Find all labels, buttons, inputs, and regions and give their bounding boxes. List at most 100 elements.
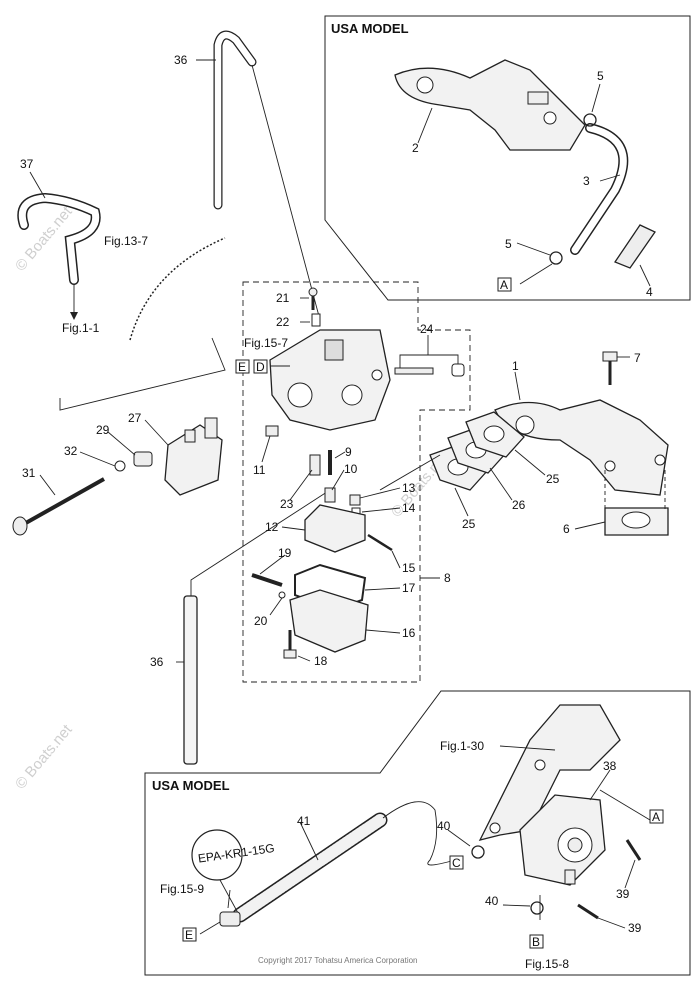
screw-24 (394, 367, 434, 375)
callout-17: 17 (402, 581, 416, 595)
callout-39-top: 39 (616, 887, 630, 901)
callout-6: 6 (563, 522, 570, 536)
figure-references: Fig.13-7 Fig.1-1 Fig.15-7 Fig.1-30 Fig.1… (62, 234, 569, 971)
carburetor-assembly-box (242, 281, 471, 683)
bracket-24 (399, 354, 459, 368)
bolt-31 (23, 477, 105, 526)
callout-32: 32 (64, 444, 78, 458)
fuel-hose-41-braid (234, 814, 386, 921)
callout-7: 7 (634, 351, 641, 365)
screw-18-head (283, 649, 297, 659)
callout-38: 38 (603, 759, 617, 773)
callout-12: 12 (265, 520, 279, 534)
grommet-29 (133, 451, 153, 467)
leader-gasket-to-carb (379, 454, 441, 491)
pin-15 (367, 533, 393, 552)
bolt-31-head (12, 516, 28, 536)
top-box-title: USA MODEL (331, 21, 409, 36)
tube-37-fill (18, 194, 100, 284)
leader-36-top (251, 64, 321, 321)
fuel-pump-38 (519, 794, 606, 886)
callout-40-bottom: 40 (485, 894, 499, 908)
screw-21-head (308, 287, 318, 297)
arrow-37-head (70, 312, 78, 320)
clip-40-a (471, 845, 485, 859)
callout-22: 22 (276, 315, 290, 329)
carburetor-body (269, 329, 391, 431)
callout-3: 3 (583, 174, 590, 188)
float-bowl-16 (289, 589, 369, 653)
callout-9: 9 (345, 445, 352, 459)
callout-39-bottom: 39 (628, 921, 642, 935)
callout-1: 1 (512, 359, 519, 373)
boxed-ref-e-mid: E (238, 360, 246, 374)
callout-31: 31 (22, 466, 36, 480)
copyright-notice: Copyright 2017 Tohatsu America Corporati… (258, 956, 418, 965)
clip-40-b (530, 901, 544, 915)
callout-4: 4 (646, 285, 653, 299)
fig-ref-15-7: Fig.15-7 (244, 336, 288, 350)
valve-10 (324, 487, 336, 503)
pin-13 (349, 494, 361, 506)
fitting-4 (614, 224, 656, 269)
callout-8: 8 (444, 571, 451, 585)
epa-tag (191, 829, 243, 881)
hose-41-connection (382, 801, 456, 866)
clip-5-bottom (549, 251, 563, 265)
screw-19 (251, 573, 283, 587)
pump-bracket-fig-1-30 (478, 704, 621, 841)
callout-5-bottom: 5 (505, 237, 512, 251)
intake-manifold-2 (394, 59, 586, 151)
fig-ref-1-30: Fig.1-30 (440, 739, 484, 753)
spring-22 (311, 313, 321, 327)
leader-36-bottom (190, 489, 331, 596)
callout-labels: 36 37 2 5 3 5 4 21 22 24 1 7 27 29 32 31… (20, 53, 653, 935)
clip-5-top (583, 113, 597, 127)
callout-18: 18 (314, 654, 328, 668)
callout-21: 21 (276, 291, 290, 305)
callout-36-top: 36 (174, 53, 188, 67)
callout-20: 20 (254, 614, 268, 628)
callout-13: 13 (402, 481, 416, 495)
bolt-7-head (602, 351, 618, 362)
gasket-25-b-hole (483, 425, 505, 443)
gasket-17 (294, 563, 367, 612)
hose-end-e (219, 911, 241, 927)
boxed-ref-e-bottom: E (185, 928, 193, 942)
callout-16: 16 (402, 626, 416, 640)
callout-23: 23 (280, 497, 294, 511)
callout-41: 41 (297, 814, 311, 828)
hose-36-bottom (183, 595, 198, 765)
bolt-39-a (625, 839, 642, 861)
fig-ref-15-9: Fig.15-9 (160, 882, 204, 896)
callout-40-top: 40 (437, 819, 451, 833)
callout-2: 2 (412, 141, 419, 155)
wire-fig-13-7 (129, 237, 226, 341)
callout-15: 15 (402, 561, 416, 575)
hose-3-fill (571, 124, 627, 254)
plug-11 (265, 425, 279, 437)
fig-ref-15-8: Fig.15-8 (525, 957, 569, 971)
boxed-ref-c-bottom: C (452, 856, 461, 870)
intake-manifold-1 (494, 399, 669, 496)
jet-23 (309, 454, 321, 476)
bottom-box-title: USA MODEL (152, 778, 230, 793)
boxed-ref-a-bottom: A (652, 810, 660, 824)
boxed-references: A E D A C B E (182, 277, 664, 949)
callout-leaders (29, 59, 651, 929)
arrow-a-top (519, 263, 553, 285)
boxed-ref-b-bottom: B (532, 935, 540, 949)
callout-29: 29 (96, 423, 110, 437)
callout-5-top: 5 (597, 69, 604, 83)
hose-36-top-fill (214, 31, 256, 209)
washer-32 (114, 460, 126, 472)
leader-a-bottom (599, 789, 651, 821)
flange-6-hole (621, 511, 651, 529)
fig-ref-1-1: Fig.1-1 (62, 321, 100, 335)
callout-37: 37 (20, 157, 34, 171)
callout-10: 10 (344, 462, 358, 476)
bolt-39-b (577, 903, 599, 920)
watermark-4: © Boats.net (12, 721, 76, 793)
